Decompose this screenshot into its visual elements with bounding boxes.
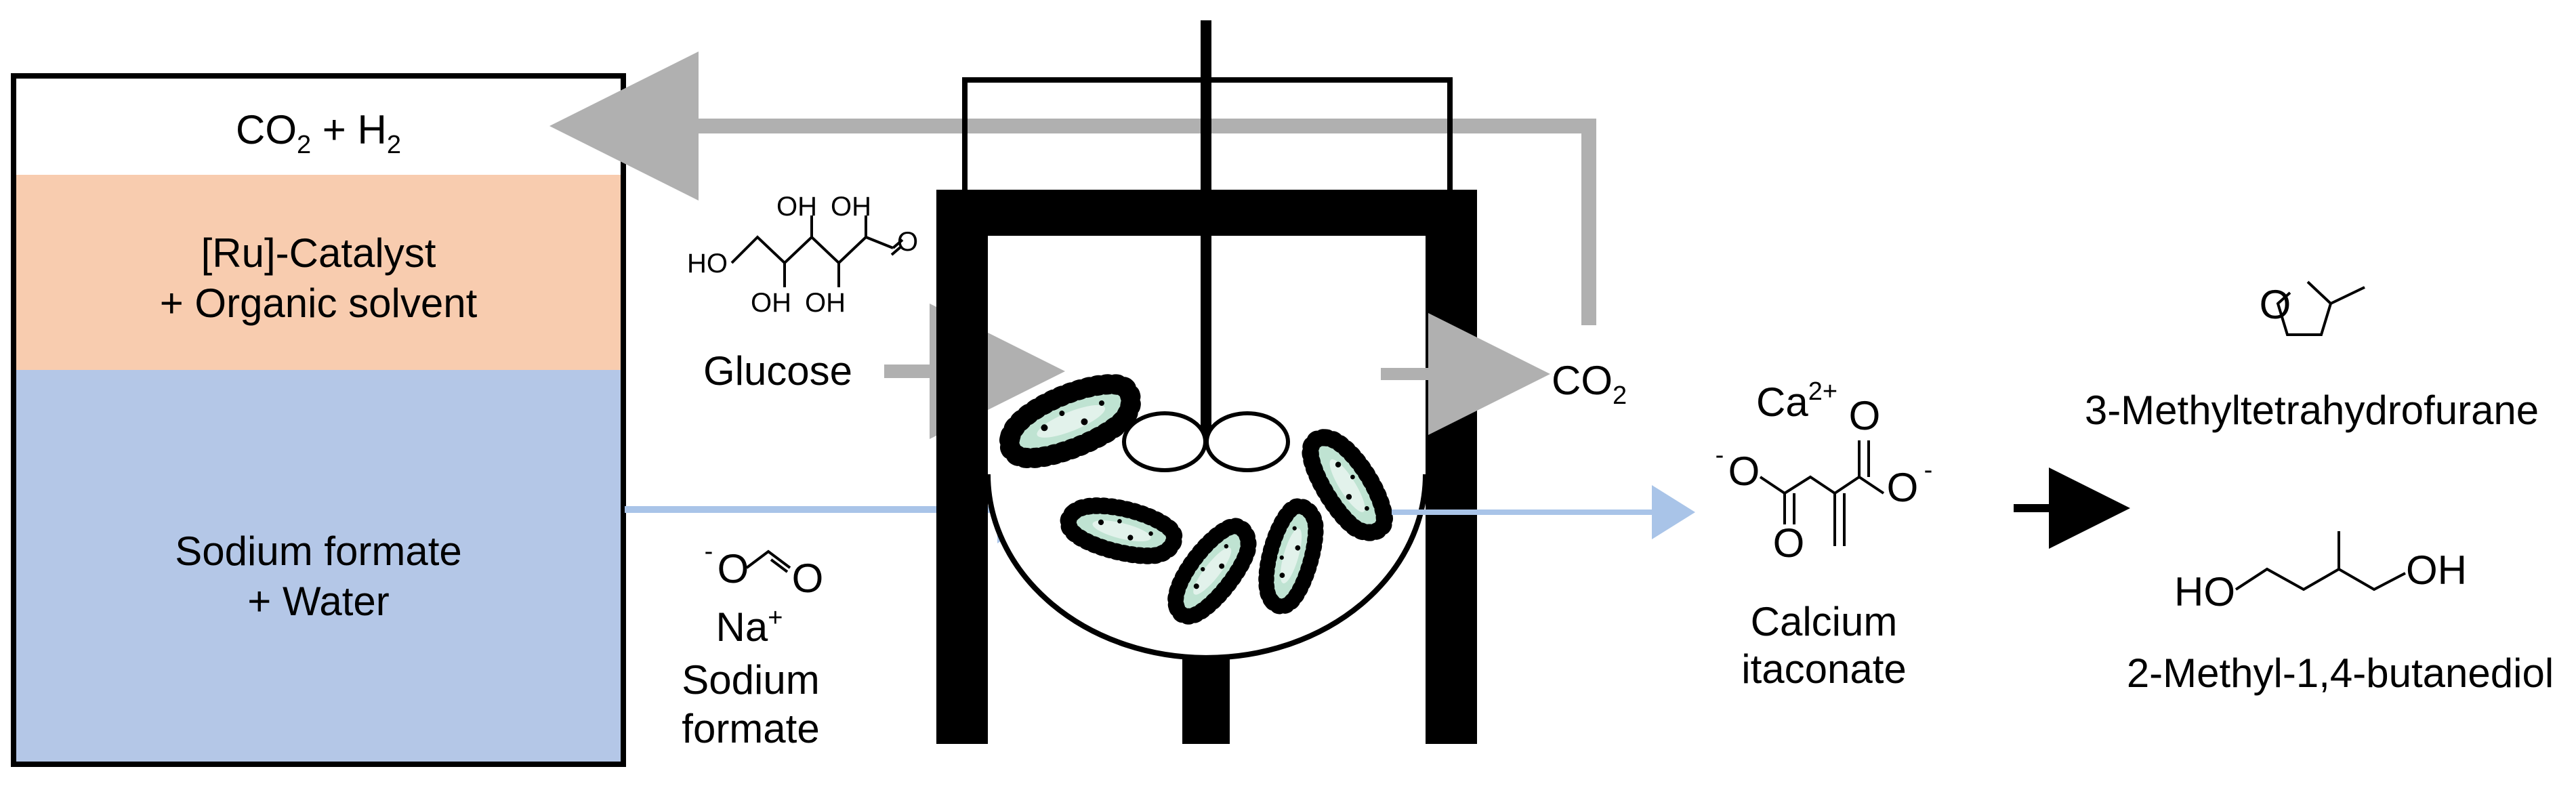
formate-name-line1: Sodium xyxy=(682,657,819,703)
co2-recycle-arrow xyxy=(549,51,1596,325)
glucose-ho-left: HO xyxy=(687,249,728,278)
formate-o-left: O xyxy=(718,546,749,591)
aqueous-label-line2: + Water xyxy=(247,579,390,624)
glucose-oh-top-1: OH xyxy=(776,192,817,222)
mthf-structure: O 3-Methyltetrahydrofurane xyxy=(2085,280,2539,433)
aqueous-layer xyxy=(14,370,623,764)
catalyst-label-line1: [Ru]-Catalyst xyxy=(201,230,436,276)
reactor-leg-right xyxy=(1426,190,1477,744)
stirrer-shaft xyxy=(1201,20,1211,442)
co2-out-label: CO2 xyxy=(1552,358,1627,410)
formate-minus: - xyxy=(705,537,713,566)
itaconate-minus-left: - xyxy=(1716,441,1724,470)
sodium-formate-structure: - O O Na+ Sodium formate xyxy=(682,537,823,751)
gas-layer-label: CO2 + H2 xyxy=(236,107,401,159)
catalyst-label-line2: + Organic solvent xyxy=(160,280,478,326)
itaconate-o-top: O xyxy=(1849,393,1881,438)
formate-cation: Na+ xyxy=(716,604,783,650)
glucose-oh-bottom-1: OH xyxy=(751,288,791,318)
itaconate-minus-right: - xyxy=(1924,456,1933,484)
impeller-blade-right xyxy=(1205,411,1290,472)
glucose-structure: HO OH OH OH OH O xyxy=(687,192,918,318)
storage-tank: CO2 + H2 [Ru]-Catalyst + Organic solvent… xyxy=(11,73,626,767)
calcium-itaconate-structure: Ca2+ - O O O O - Calcium itaconate xyxy=(1716,377,1933,692)
reactor-drain xyxy=(1182,653,1230,744)
gas-layer xyxy=(14,76,623,175)
itaconate-o-right: O xyxy=(1887,465,1919,510)
diol-ho: HO xyxy=(2174,569,2235,615)
glucose-oh-bottom-2: OH xyxy=(805,288,846,318)
itaconate-cation: Ca2+ xyxy=(1756,377,1837,425)
itaconate-o-lower: O xyxy=(1773,520,1805,566)
glucose-aldehyde-o: O xyxy=(897,227,918,257)
diol-name: 2-Methyl-1,4-butanediol xyxy=(2127,650,2554,696)
itaconate-o-left: O xyxy=(1728,449,1760,494)
glucose-oh-top-2: OH xyxy=(831,192,871,222)
mthf-ring-o: O xyxy=(2260,282,2291,327)
reactor-leg-left xyxy=(936,190,988,744)
itaconate-name-line2: itaconate xyxy=(1741,646,1907,692)
formate-o-right: O xyxy=(792,556,824,601)
glucose-label: Glucose xyxy=(703,348,852,394)
mthf-name: 3-Methyltetrahydrofurane xyxy=(2085,388,2539,433)
cell-1 xyxy=(999,372,1140,470)
tank-outline xyxy=(11,73,626,767)
impeller-blade-left xyxy=(1122,411,1207,472)
catalyst-layer xyxy=(14,175,623,370)
itaconate-name-line1: Calcium xyxy=(1751,599,1898,644)
diol-structure: HO OH 2-Methyl-1,4-butanediol xyxy=(2127,531,2554,696)
diol-oh: OH xyxy=(2406,547,2467,593)
aqueous-label-line1: Sodium formate xyxy=(175,528,462,574)
formate-name-line2: formate xyxy=(682,706,819,751)
